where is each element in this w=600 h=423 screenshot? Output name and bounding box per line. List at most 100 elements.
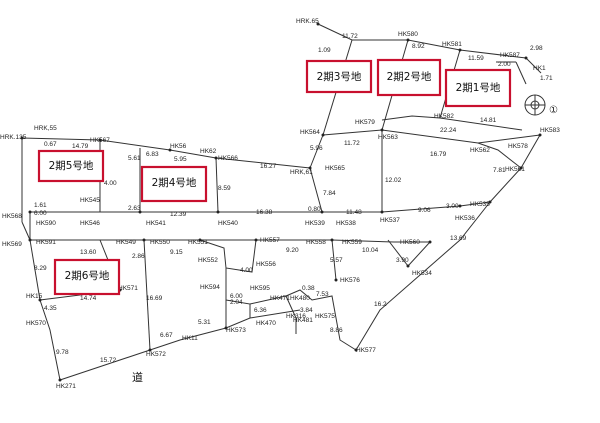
dimension-label: 14.81 — [480, 117, 497, 124]
dimension-label: 8.59 — [218, 185, 231, 192]
dimension-label: 16.2 — [374, 301, 387, 308]
dimension-label: 4.00 — [240, 267, 253, 274]
point-label: HK11 — [182, 335, 198, 342]
dimension-label: 11.72 — [344, 140, 360, 147]
lot-label-lot6: 2期6号地 — [53, 258, 121, 296]
dimension-labels: 11.72 8.92 11.59 2.98 2.00 1.71 1.09 14.… — [34, 33, 553, 364]
point-label: HK537 — [380, 217, 400, 224]
dimension-label: 7.84 — [323, 190, 336, 197]
point-label: HK316 — [286, 313, 306, 320]
dimension-label: 16.69 — [146, 295, 163, 302]
dimension-label: 4.00 — [104, 180, 117, 187]
dimension-label: 7.53 — [316, 291, 329, 298]
point-label: HK15 — [26, 293, 43, 300]
dimension-label: 11.59 — [468, 55, 484, 62]
point-label: HK583 — [540, 127, 560, 134]
road-label: 道 — [132, 370, 143, 384]
dimension-label: 8.86 — [330, 327, 343, 334]
point-label: HK578 — [508, 143, 528, 150]
dimension-label: 1.71 — [540, 75, 553, 82]
lot-label-lot1: 2期1号地 — [444, 68, 512, 108]
point-label: HK480 — [290, 295, 310, 302]
dimension-label: 0.80 — [308, 206, 321, 213]
point-label: HK552 — [198, 257, 218, 264]
point-labels: HRK.65 HK580 HK581 HK587 HK1 HRK,55 HK56… — [0, 18, 560, 390]
point-label: HK581 — [442, 41, 462, 48]
dimension-label: 8.29 — [34, 265, 47, 272]
point-label: HK62 — [200, 148, 217, 155]
dimension-label: 0.67 — [44, 141, 57, 148]
point-label: HK590 — [36, 220, 56, 227]
dimension-label: 16.79 — [430, 151, 447, 158]
dimension-label: 11.72 — [342, 33, 358, 40]
point-label: HK536 — [455, 215, 475, 222]
dimension-label: 6.00 — [230, 293, 243, 300]
point-label: HK595 — [250, 285, 270, 292]
dimension-label: 5.61 — [128, 155, 141, 162]
dimension-label: 14.79 — [72, 143, 89, 150]
dimension-label: 9.20 — [286, 247, 299, 254]
point-label: HK559 — [342, 239, 362, 246]
point-label: HK582 — [434, 113, 454, 120]
point-label: HK551 — [188, 239, 208, 246]
lot-label-text: 2期4号地 — [152, 176, 197, 189]
dimension-label: 16.27 — [260, 163, 277, 170]
point-label: HK539 — [305, 220, 325, 227]
survey-points — [20, 22, 542, 382]
dimension-label: 2.98 — [530, 45, 543, 52]
dimension-label: 5.96 — [310, 145, 323, 152]
dimension-label: 9.06 — [418, 207, 431, 214]
dimension-label: 13.69 — [450, 235, 467, 242]
dimension-label: 6.36 — [254, 307, 267, 314]
point-label: HK577 — [356, 347, 376, 354]
point-label: HK565 — [325, 165, 345, 172]
point-label: HK546 — [80, 220, 100, 227]
point-label: HK541 — [146, 220, 166, 227]
dimension-label: 9.78 — [56, 349, 69, 356]
point-label: HK481 — [293, 317, 313, 324]
dimension-label: 9.15 — [170, 249, 183, 256]
dimension-label: 1.61 — [34, 202, 47, 209]
point-label: HK564 — [300, 129, 320, 136]
dimension-label: 12.39 — [170, 211, 187, 218]
point-label: HK570 — [26, 320, 46, 327]
point-label: HK561 — [505, 166, 525, 173]
benchmark-marker: ① — [524, 94, 558, 116]
point-label: HK560 — [400, 239, 420, 246]
dimension-label: 16.38 — [256, 209, 273, 216]
point-label: HK563 — [378, 134, 398, 141]
point-label: HK572 — [146, 351, 166, 358]
dimension-label: 13.60 — [80, 249, 97, 256]
point-label: HK471 — [270, 295, 290, 302]
lot-label-text: 2期1号地 — [456, 81, 501, 94]
dimension-label: 11.48 — [346, 209, 362, 216]
point-label: HK587 — [500, 52, 520, 59]
dimension-label: 12.02 — [385, 177, 402, 184]
point-label: HK540 — [218, 220, 238, 227]
point-label: HK571 — [118, 285, 138, 292]
point-label: HK575 — [315, 313, 335, 320]
marker-number: ① — [549, 105, 558, 116]
dimension-label: 1.09 — [318, 47, 331, 54]
dimension-label: 3.00 — [446, 203, 459, 210]
dimension-label: 5.31 — [198, 319, 211, 326]
point-label: HK569 — [2, 241, 22, 248]
lot-label-text: 2期3号地 — [317, 70, 362, 83]
point-label: HK556 — [256, 261, 276, 268]
dimension-label: 4.35 — [44, 305, 57, 312]
dimension-label: 0.38 — [302, 285, 315, 292]
point-label: HRK.135 — [0, 134, 27, 141]
point-label: HK567 — [90, 137, 110, 144]
point-label: HK566 — [218, 155, 238, 162]
dimension-label: 6.83 — [146, 151, 159, 158]
lot-label-lot5: 2期5号地 — [37, 149, 105, 183]
point-label: HK576 — [340, 277, 360, 284]
lot-label-text: 2期6号地 — [65, 269, 110, 282]
dimension-label: 22.24 — [440, 127, 457, 134]
lot-label-lot3: 2期3号地 — [305, 59, 373, 94]
point-label: HK573 — [226, 327, 246, 334]
point-label: HK550 — [150, 239, 170, 246]
lot-label-lot4: 2期4号地 — [140, 165, 208, 203]
point-label: HK549 — [116, 239, 136, 246]
